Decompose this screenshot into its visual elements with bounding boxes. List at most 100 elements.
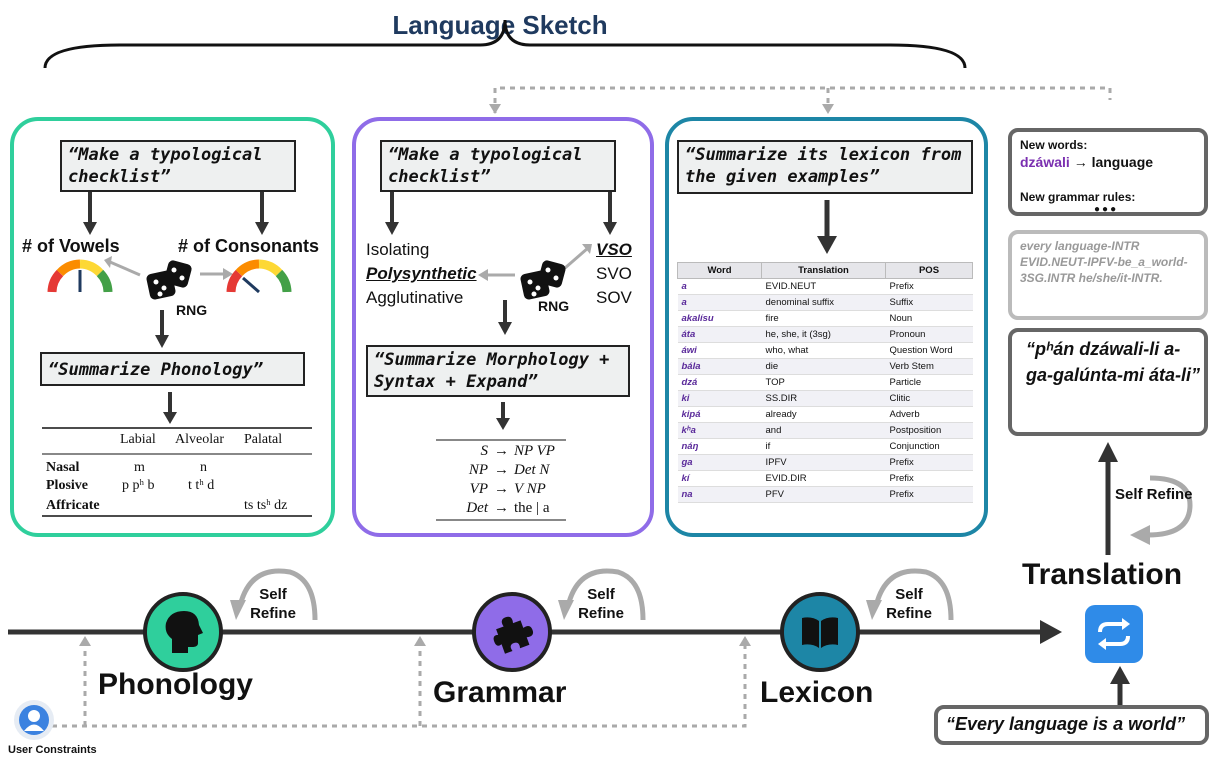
lexicon-word: kí xyxy=(677,470,762,487)
lexicon-pos: Question Word xyxy=(885,342,973,359)
lexicon-pos: Particle xyxy=(885,374,973,391)
order-option-sov: SOV xyxy=(596,288,632,307)
phonology-table xyxy=(42,427,312,517)
lexicon-word: kipá xyxy=(677,406,762,423)
lexicon-word: áwi xyxy=(677,342,762,359)
lexicon-word: bála xyxy=(677,358,762,375)
grammar-stage-label: Grammar xyxy=(433,676,567,709)
phonology-stage-icon xyxy=(143,592,223,672)
grammar-rules-rule xyxy=(436,439,566,521)
lexicon-pos: Clitic xyxy=(885,390,973,407)
vowels-gauge-icon xyxy=(47,259,113,293)
lexicon-pos: Prefix xyxy=(885,278,973,295)
lexicon-word: náŋ xyxy=(677,438,762,455)
lexicon-stage-label: Lexicon xyxy=(760,676,874,709)
phonology-down-arrow xyxy=(163,392,177,424)
gloss-box: every language-INTR EVID.NEUT-IPFV-be_a_… xyxy=(1008,230,1208,320)
lexicon-word: a xyxy=(677,278,762,295)
summarize-morphology-prompt: “Summarize Morphology + Syntax + Expand” xyxy=(366,345,630,397)
grammar-arrows xyxy=(385,192,617,335)
self-refine-label-phonology: Self Refine xyxy=(250,586,296,622)
lexicon-translation: EVID.DIR xyxy=(761,470,886,487)
lexicon-word: dzá xyxy=(677,374,762,391)
self-refine-label-translation: Self Refine xyxy=(1115,486,1193,503)
user-avatar-icon xyxy=(14,700,54,740)
order-option-vso: VSO xyxy=(596,240,632,259)
self-refine-label-lexicon: Self Refine xyxy=(886,586,932,622)
lexicon-pos: Adverb xyxy=(885,406,973,423)
lexicon-word: ga xyxy=(677,454,762,471)
new-words-box: New words: dzáwali → language New gramma… xyxy=(1008,128,1208,216)
lexicon-translation: EVID.NEUT xyxy=(761,278,886,295)
lexicon-pos: Prefix xyxy=(885,454,973,471)
lexicon-translation: IPFV xyxy=(761,454,886,471)
lexicon-word: a xyxy=(677,294,762,311)
translate-icon xyxy=(1085,605,1143,663)
lexicon-translation: if xyxy=(761,438,886,455)
lexicon-pos: Verb Stem xyxy=(885,358,973,375)
grammar-down-arrow xyxy=(496,402,510,430)
lexicon-pos: Noun xyxy=(885,310,973,327)
consonants-gauge-icon xyxy=(226,259,292,294)
morph-option-agglutinative: Agglutinative xyxy=(366,288,464,307)
phonology-checklist-prompt: “Make a typological checklist” xyxy=(60,140,296,192)
lexicon-translation: SS.DIR xyxy=(761,390,886,407)
lexicon-pos: Suffix xyxy=(885,294,973,311)
lexicon-translation: TOP xyxy=(761,374,886,391)
rng-label-grammar: RNG xyxy=(538,298,570,314)
lexicon-translation: and xyxy=(761,422,886,439)
lexicon-word: kʰa xyxy=(677,422,762,439)
grammar-checklist-prompt: “Make a typological checklist” xyxy=(380,140,616,192)
lexicon-translation: he, she, it (3sg) xyxy=(761,326,886,343)
lexicon-pos: Prefix xyxy=(885,486,973,503)
lexicon-stage-icon xyxy=(780,592,860,672)
grammar-stage-icon xyxy=(472,592,552,672)
lexicon-translation: fire xyxy=(761,310,886,327)
input-sentence-box: “Every language is a world” xyxy=(934,705,1209,745)
lexicon-pos: Conjunction xyxy=(885,438,973,455)
dice-icon xyxy=(146,260,192,300)
translation-label: Translation xyxy=(1022,558,1183,591)
lexicon-word: na xyxy=(677,486,762,503)
lexicon-translation: already xyxy=(761,406,886,423)
translation-output-box: “pʰán dzáwali-li a-ga-galúnta-mi áta-li” xyxy=(1008,328,1208,436)
lexicon-word: akalísu xyxy=(677,310,762,327)
order-option-svo: SVO xyxy=(596,264,632,283)
summarize-lexicon-prompt: “Summarize its lexicon from the given ex… xyxy=(677,140,973,194)
lexicon-word: ki xyxy=(677,390,762,407)
dice-icon-grammar xyxy=(520,260,566,300)
lexicon-pos: Postposition xyxy=(885,422,973,439)
lexicon-translation: die xyxy=(761,358,886,375)
grammar-rules: S→NP VP NP→Det N VP→V NP Det→the | a xyxy=(466,443,555,516)
morph-option-polysynthetic: Polysynthetic xyxy=(366,264,477,283)
lexicon-translation: who, what xyxy=(761,342,886,359)
summarize-phonology-prompt: “Summarize Phonology” xyxy=(40,352,305,386)
self-refine-label-grammar: Self Refine xyxy=(578,586,624,622)
rng-label: RNG xyxy=(176,302,208,318)
lexicon-translation: denominal suffix xyxy=(761,294,886,311)
phonology-stage-label: Phonology xyxy=(98,668,253,701)
vowels-label: # of Vowels xyxy=(22,236,120,256)
lexicon-translation: PFV xyxy=(761,486,886,503)
phonology-arrows xyxy=(83,192,269,348)
consonants-label: # of Consonants xyxy=(178,236,320,256)
lexicon-word: áta xyxy=(677,326,762,343)
user-constraints-label: User Constraints xyxy=(8,744,97,756)
lexicon-pos: Pronoun xyxy=(885,326,973,343)
